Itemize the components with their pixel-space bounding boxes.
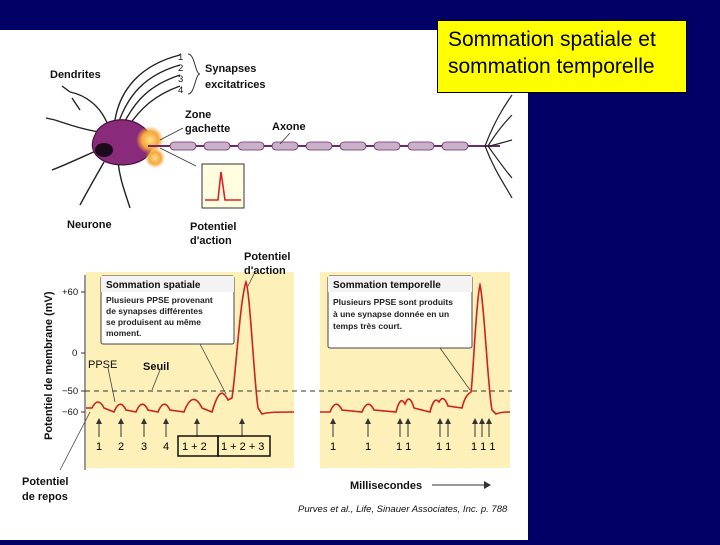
svg-text:3: 3 <box>178 74 183 85</box>
svg-text:2: 2 <box>118 441 124 453</box>
label-repos-2: de repos <box>22 491 68 503</box>
spatial-line-4: moment. <box>106 328 141 338</box>
label-synapses-2: excitatrices <box>205 79 266 91</box>
x-axis-label: Millisecondes <box>350 480 422 492</box>
nucleus <box>95 143 113 157</box>
svg-text:4: 4 <box>178 85 183 96</box>
label-pa-graph-1: Potentiel <box>244 251 290 263</box>
voltage-trace-temporal <box>320 281 511 415</box>
svg-text:1 + 2 + 3: 1 + 2 + 3 <box>221 441 264 453</box>
label-ppse: PPSE <box>88 359 117 371</box>
ytick-minus60: −60 <box>62 407 78 418</box>
myelin-segments <box>169 141 469 151</box>
svg-text:1: 1 <box>178 52 183 63</box>
label-synapses-1: Synapses <box>205 63 256 75</box>
stimulus-arrows <box>98 423 490 437</box>
svg-text:1: 1 <box>330 441 336 453</box>
title-line-2: sommation temporelle <box>448 55 655 78</box>
voltage-trace <box>86 279 295 415</box>
label-repos-1: Potentiel <box>22 476 68 488</box>
svg-text:1 1: 1 1 <box>396 441 411 453</box>
temporal-title: Sommation temporelle <box>333 280 441 291</box>
neuron-illustration <box>45 54 513 209</box>
spatial-title: Sommation spatiale <box>106 280 201 291</box>
label-neurone: Neurone <box>67 219 112 231</box>
membrane-potential-graph <box>59 271 512 489</box>
svg-text:3: 3 <box>141 441 147 453</box>
title-line-1: Sommation spatiale et <box>448 28 656 51</box>
ytick-minus50: −50 <box>62 386 78 397</box>
axon-terminals <box>484 94 513 199</box>
label-pa-graph-2: d'action <box>244 265 286 277</box>
svg-text:1 1 1: 1 1 1 <box>471 441 495 453</box>
label-pa-inset-2: d'action <box>190 235 232 247</box>
y-axis-label: Potentiel de membrane (mV) <box>43 291 55 440</box>
temporal-line-1: Plusieurs PPSE sont produits <box>333 297 453 307</box>
svg-text:1 1: 1 1 <box>436 441 451 453</box>
temporal-line-2: à une synapse donnée en un <box>333 309 449 319</box>
spatial-line-3: se produisent au même <box>106 317 201 327</box>
svg-text:1 + 2: 1 + 2 <box>182 441 207 453</box>
temporal-stimulus-labels: 1 1 1 1 1 1 1 1 1 <box>330 441 495 453</box>
label-pa-inset-1: Potentiel <box>190 221 236 233</box>
svg-text:1: 1 <box>365 441 371 453</box>
svg-text:1: 1 <box>96 441 102 453</box>
synapse-numbers: 1 2 3 4 <box>178 52 183 96</box>
stimulus-box-1-2-3 <box>217 435 271 457</box>
label-axone: Axone <box>272 121 306 133</box>
spatial-line-2: de synapses différentes <box>106 306 203 316</box>
label-dendrites: Dendrites <box>50 69 101 81</box>
source-credit: Purves et al., Life, Sinauer Associates,… <box>298 504 508 515</box>
synapse-brace <box>187 53 201 95</box>
label-seuil: Seuil <box>143 361 169 373</box>
ytick-0: 0 <box>72 348 77 359</box>
svg-text:2: 2 <box>178 63 183 74</box>
label-zone-2: gachette <box>185 123 230 135</box>
ytick-plus60: +60 <box>62 287 78 298</box>
title-box: Sommation spatiale et sommation temporel… <box>437 20 687 93</box>
svg-text:4: 4 <box>163 441 169 453</box>
label-zone-1: Zone <box>185 109 211 121</box>
spatial-stimulus-labels: 1 2 3 4 1 + 2 1 + 2 + 3 <box>96 441 264 453</box>
temporal-line-3: temps très court. <box>333 321 402 331</box>
spatial-line-1: Plusieurs PPSE provenant <box>106 295 213 305</box>
